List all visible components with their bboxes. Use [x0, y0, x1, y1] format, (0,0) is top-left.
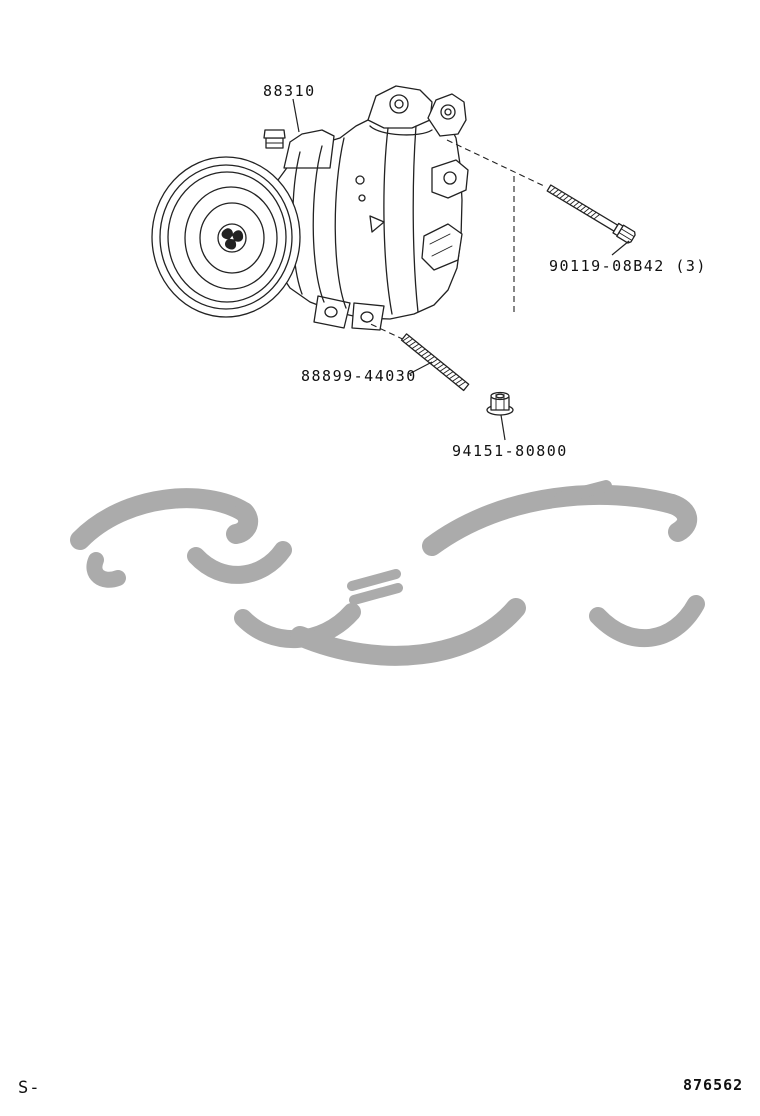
part-label-compressor: 88310	[263, 82, 316, 100]
page-code: S-	[18, 1078, 41, 1098]
pulley-hub-spinner	[221, 228, 244, 250]
bolt-illustration	[546, 184, 636, 244]
part-label-flange-nut: 94151-80800	[452, 442, 568, 460]
part-label-stud-bolt: 88899-44030	[301, 367, 417, 385]
part-label-mount-bolt: 90119-08B42 (3)	[549, 257, 707, 275]
watermark	[70, 480, 705, 666]
compressor-illustration	[151, 85, 469, 331]
stud-bolt-illustration	[400, 333, 470, 392]
figure-number: 876562	[683, 1076, 744, 1094]
nut-illustration	[486, 391, 514, 416]
leader-lines	[292, 98, 630, 441]
